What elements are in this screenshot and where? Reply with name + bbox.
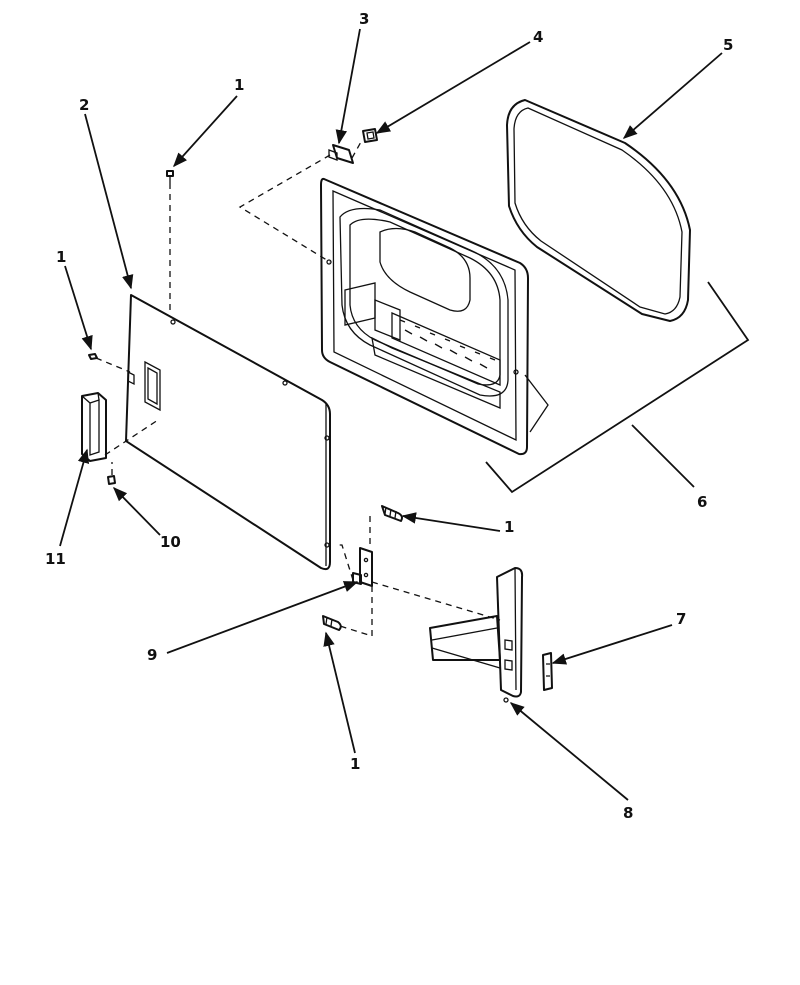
hinge-clip: [542, 652, 553, 691]
leader-arrows: [59, 28, 723, 801]
callout-1-hinge-lower: 1: [350, 755, 360, 773]
hinge-screw-lower: [322, 615, 342, 631]
hinge-screw-upper: [381, 505, 403, 522]
callout-7: 7: [676, 610, 686, 628]
callout-11: 11: [45, 550, 66, 568]
door-hinge: [352, 547, 373, 587]
door-panel: [125, 294, 331, 571]
door-handle: [81, 392, 107, 462]
callout-10: 10: [160, 533, 181, 551]
callout-6: 6: [697, 493, 707, 511]
door-catch: [362, 128, 378, 143]
screw-left: [88, 353, 98, 360]
door-frame-assembly: [320, 177, 549, 456]
assembly-dashed-lines: [95, 139, 501, 637]
door-gasket: [506, 99, 691, 322]
hinge-bracket: [429, 567, 524, 703]
callout-9: 9: [147, 646, 157, 664]
callout-2: 2: [79, 96, 89, 114]
callout-labels: 1 2 1 3 4 5 6 1 7 9 1 8 10 11: [45, 10, 733, 822]
callout-5: 5: [723, 36, 733, 54]
strike-bracket: [328, 144, 354, 164]
screw-bottom-handle: [107, 475, 116, 485]
callout-1-left: 1: [56, 248, 66, 266]
callout-1-hinge-upper: 1: [504, 518, 514, 536]
callout-3: 3: [359, 10, 369, 28]
part-6-bracket: [485, 281, 750, 494]
callout-1-top: 1: [234, 76, 244, 94]
screw-top: [166, 170, 174, 183]
callout-8: 8: [623, 804, 633, 822]
callout-4: 4: [533, 28, 543, 46]
